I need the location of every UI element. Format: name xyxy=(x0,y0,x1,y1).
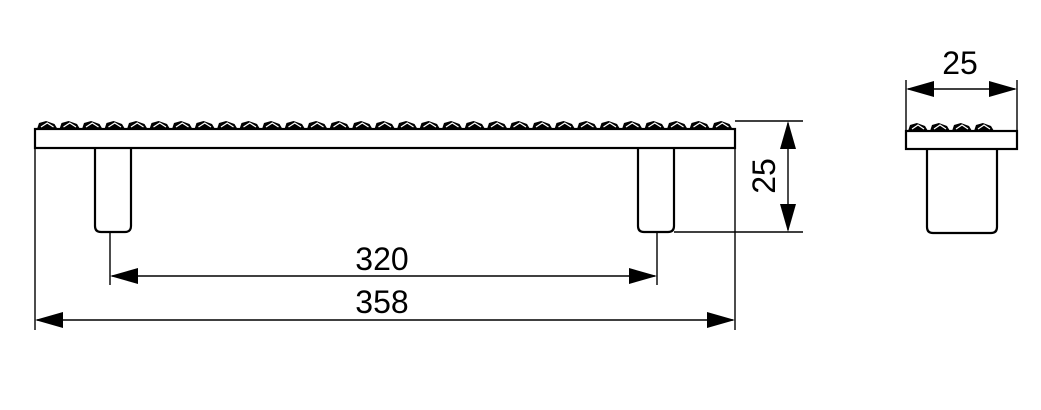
crystal-facet xyxy=(220,122,234,128)
arrowhead-left xyxy=(35,312,63,328)
crystal-row xyxy=(37,121,733,129)
crystal xyxy=(554,121,575,129)
crystal-facet xyxy=(288,122,302,128)
crystal-facet xyxy=(490,122,504,128)
crystal-facet xyxy=(445,122,459,128)
crystal-facet xyxy=(265,122,279,128)
crystal xyxy=(487,121,508,129)
right-leg xyxy=(636,148,676,234)
crystal-facet xyxy=(198,122,212,128)
arrowhead-left xyxy=(906,81,934,97)
dimension-358: 358 xyxy=(35,284,735,328)
crystal xyxy=(908,123,928,131)
crystal xyxy=(307,121,328,129)
crystal-facet xyxy=(40,122,54,128)
side-view: 25 xyxy=(904,45,1019,235)
crystal xyxy=(374,121,395,129)
crystal xyxy=(82,121,103,129)
dimension-label-320: 320 xyxy=(355,241,408,277)
crystal xyxy=(622,121,643,129)
arrowhead-bottom xyxy=(780,204,796,232)
crystal xyxy=(397,121,418,129)
crystal xyxy=(262,121,283,129)
crystal-facet xyxy=(648,122,662,128)
crystal-facet xyxy=(85,122,99,128)
crystal-facet xyxy=(977,124,991,130)
dimension-25-width: 25 xyxy=(906,45,1017,97)
crystal xyxy=(442,121,463,129)
crystal-facet xyxy=(423,122,437,128)
crystal xyxy=(329,121,350,129)
arrowhead-top xyxy=(780,121,796,149)
crystal-facet xyxy=(955,124,969,130)
side-bar xyxy=(904,129,1019,151)
crystal-facet xyxy=(333,122,347,128)
crystal-facet xyxy=(310,122,324,128)
crystal xyxy=(464,121,485,129)
dimension-label-358: 358 xyxy=(355,284,408,320)
crystal xyxy=(712,121,733,129)
crystal-facet xyxy=(670,122,684,128)
crystal xyxy=(127,121,148,129)
crystal xyxy=(974,123,994,131)
crystal xyxy=(172,121,193,129)
crystal xyxy=(104,121,125,129)
crystal-facet xyxy=(378,122,392,128)
crystal xyxy=(239,121,260,129)
crystal xyxy=(532,121,553,129)
crystal xyxy=(149,121,170,129)
crystal xyxy=(689,121,710,129)
handle-bar xyxy=(33,127,737,150)
crystal-facet xyxy=(468,122,482,128)
crystal xyxy=(217,121,238,129)
crystal-facet xyxy=(693,122,707,128)
dimension-label-25-width: 25 xyxy=(942,45,978,81)
crystal-facet xyxy=(400,122,414,128)
crystal-facet xyxy=(715,122,729,128)
crystal xyxy=(644,121,665,129)
crystal-facet xyxy=(513,122,527,128)
crystal-facet xyxy=(175,122,189,128)
arrowhead-left xyxy=(110,268,138,284)
crystal xyxy=(284,121,305,129)
crystal-facet xyxy=(625,122,639,128)
crystal-facet xyxy=(243,122,257,128)
crystal xyxy=(952,123,972,131)
arrowhead-right xyxy=(707,312,735,328)
crystal xyxy=(59,121,80,129)
crystal-facet xyxy=(535,122,549,128)
crystal xyxy=(577,121,598,129)
crystal xyxy=(930,123,950,131)
crystal-facet xyxy=(63,122,77,128)
front-view: 320 358 25 xyxy=(33,120,803,330)
crystal-facet xyxy=(153,122,167,128)
crystal-row xyxy=(908,123,994,131)
crystal-facet xyxy=(108,122,122,128)
crystal xyxy=(419,121,440,129)
crystal xyxy=(667,121,688,129)
crystal-facet xyxy=(355,122,369,128)
crystal xyxy=(194,121,215,129)
side-leg xyxy=(925,149,999,235)
crystal-facet xyxy=(603,122,617,128)
crystal-facet xyxy=(558,122,572,128)
left-leg xyxy=(93,148,133,234)
crystal-facet xyxy=(130,122,144,128)
dimension-25-height: 25 xyxy=(746,121,796,232)
crystal-facet xyxy=(580,122,594,128)
crystal xyxy=(509,121,530,129)
crystal xyxy=(599,121,620,129)
crystal-facet xyxy=(933,124,947,130)
crystal xyxy=(352,121,373,129)
crystal-facet xyxy=(911,124,925,130)
dimension-label-25-height: 25 xyxy=(746,158,782,194)
dimension-320: 320 xyxy=(110,241,657,284)
crystal xyxy=(37,121,58,129)
arrowhead-right xyxy=(989,81,1017,97)
arrowhead-right xyxy=(629,268,657,284)
